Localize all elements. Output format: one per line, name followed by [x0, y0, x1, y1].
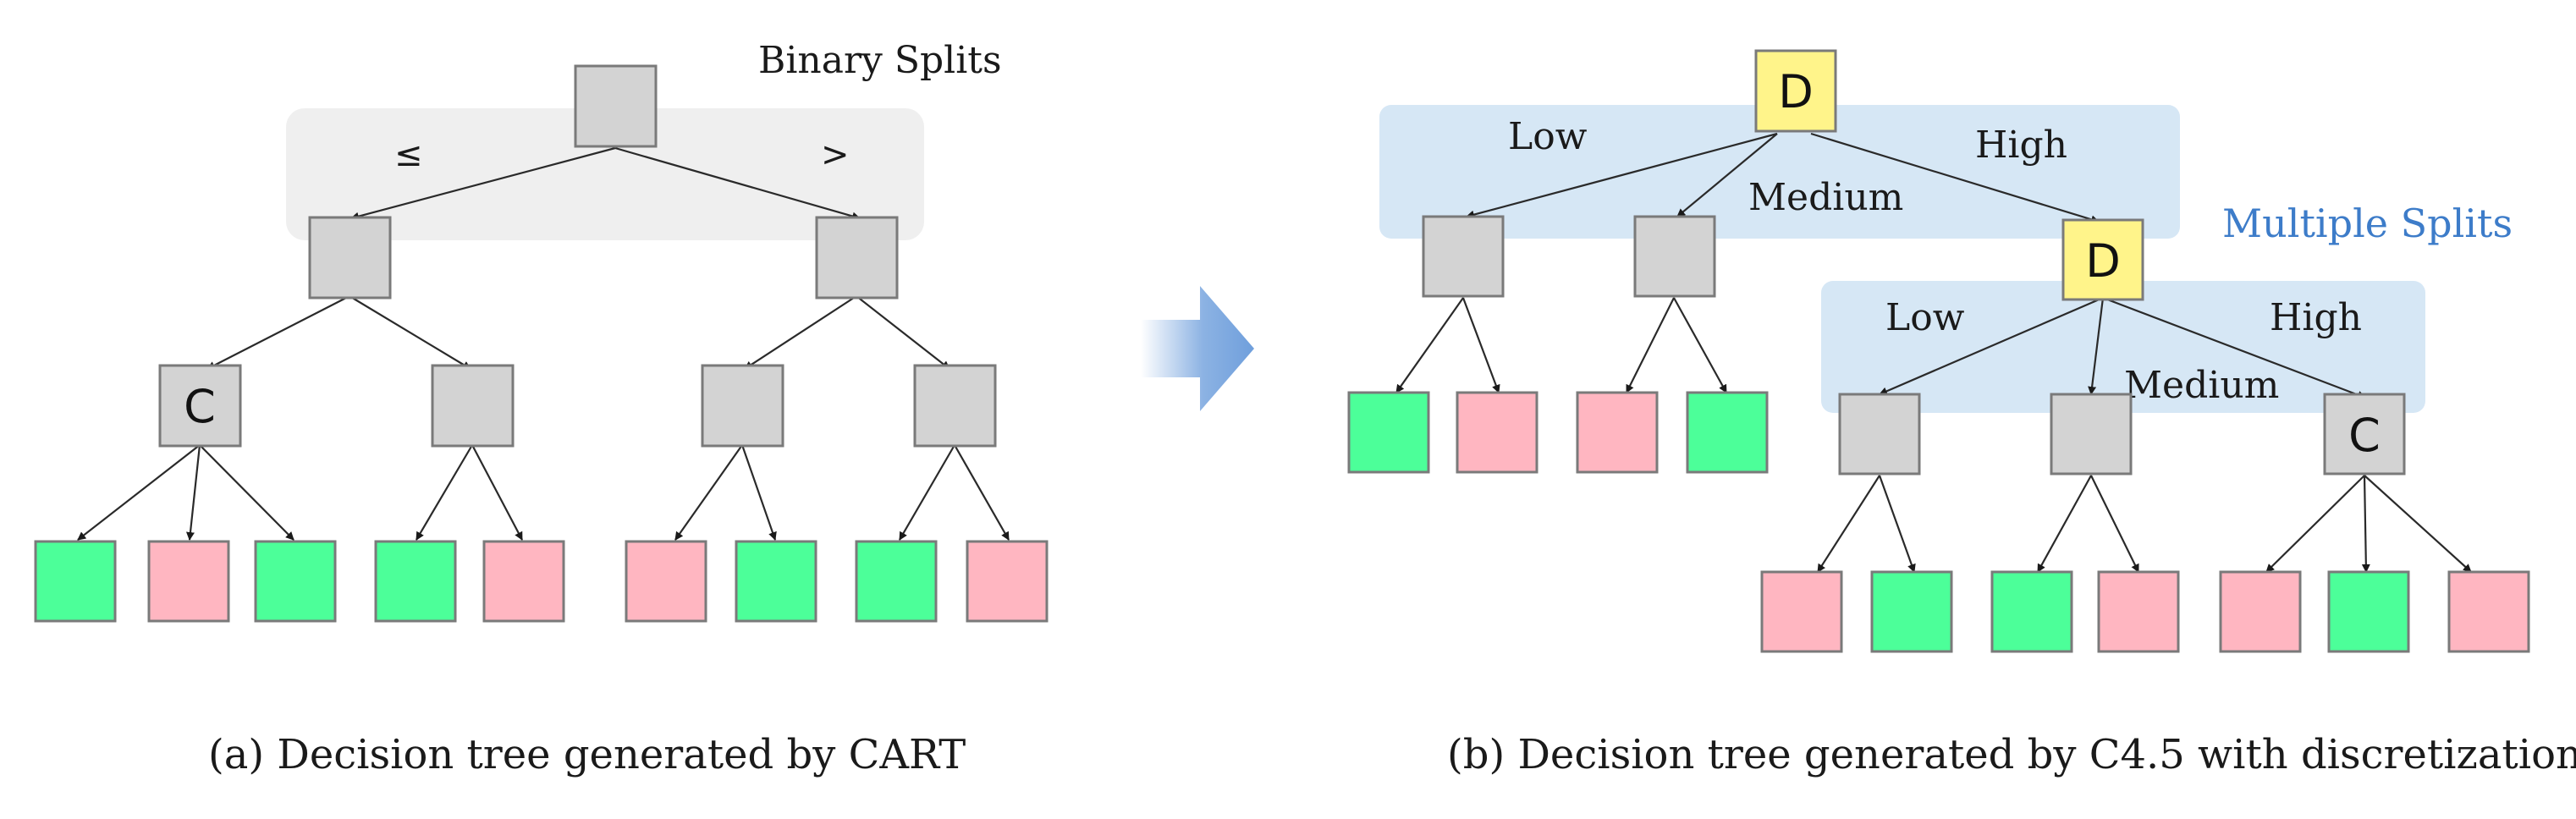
- caption-a: (a) Decision tree generated by CART: [208, 731, 966, 778]
- sub-branch-high: High: [2270, 296, 2362, 339]
- leaf-node-pink: [966, 540, 1049, 623]
- caption-b: (b) Decision tree generated by C4.5 with…: [1447, 731, 2576, 778]
- cart-node-c-letter: C: [184, 380, 216, 433]
- cart-node-c: [158, 364, 242, 448]
- multiple-splits-title: Multiple Splits: [2222, 201, 2513, 246]
- split-label-le: ≤: [394, 135, 423, 174]
- multi-split-band-top: [1379, 105, 2180, 239]
- sub-branch-low: Low: [1885, 296, 1965, 339]
- leaf-node-green: [34, 540, 117, 623]
- leaf-node-green: [1686, 391, 1769, 474]
- c45-node: [1633, 215, 1716, 298]
- c45-edges: [1395, 132, 2472, 573]
- c45-leaves: [1347, 391, 2530, 653]
- c45-node: [2050, 393, 2133, 475]
- c45-node: [1422, 215, 1505, 298]
- leaf-node-green: [855, 540, 938, 623]
- sub-branch-medium: Medium: [2124, 364, 2279, 407]
- leaf-node-pink: [2447, 570, 2530, 653]
- leaf-node-green: [254, 540, 337, 623]
- c45-node-c: [2323, 393, 2406, 475]
- multi-split-band-sub: [1821, 281, 2425, 413]
- leaf-node-pink: [625, 540, 707, 623]
- cart-node: [913, 364, 997, 448]
- leaf-node-pink: [2219, 570, 2302, 653]
- binary-split-band: [286, 108, 924, 240]
- c45-sub-node-d: [2061, 218, 2144, 301]
- leaf-node-pink: [1576, 391, 1659, 474]
- c45-node-c-letter: C: [2348, 409, 2381, 462]
- cart-node: [701, 364, 784, 448]
- cart-node: [431, 364, 515, 448]
- leaf-node-green: [374, 540, 457, 623]
- cart-node-right: [815, 216, 899, 300]
- cart-leaves: [34, 540, 1049, 623]
- cart-node-left: [308, 216, 392, 300]
- branch-high: High: [1975, 124, 2067, 167]
- c45-root-node-d: [1754, 49, 1837, 133]
- branch-medium: Medium: [1748, 176, 1903, 219]
- cart-root-node: [574, 64, 658, 148]
- leaf-node-green: [735, 540, 817, 623]
- c45-root-letter: D: [1778, 65, 1814, 118]
- leaf-node-pink: [2097, 570, 2180, 653]
- leaf-node-green: [1990, 570, 2073, 653]
- leaf-node-green: [1347, 391, 1430, 474]
- leaf-node-pink: [147, 540, 230, 623]
- leaf-node-pink: [482, 540, 565, 623]
- leaf-node-pink: [1456, 391, 1538, 474]
- branch-low: Low: [1508, 115, 1588, 158]
- cart-edges: [77, 146, 1010, 541]
- leaf-node-green: [2327, 570, 2410, 653]
- cart-tree: Binary Splits ≤ > C: [34, 39, 1049, 778]
- transition-arrow: [1141, 286, 1254, 411]
- c45-node: [1838, 393, 1921, 475]
- leaf-node-pink: [1760, 570, 1843, 653]
- c45-sub-letter: D: [2085, 234, 2121, 288]
- split-label-gt: >: [821, 135, 850, 174]
- leaf-node-green: [1870, 570, 1953, 653]
- c45-tree: Multiple Splits Low Medium High Low Medi…: [1347, 49, 2576, 778]
- binary-splits-title: Binary Splits: [758, 39, 1002, 82]
